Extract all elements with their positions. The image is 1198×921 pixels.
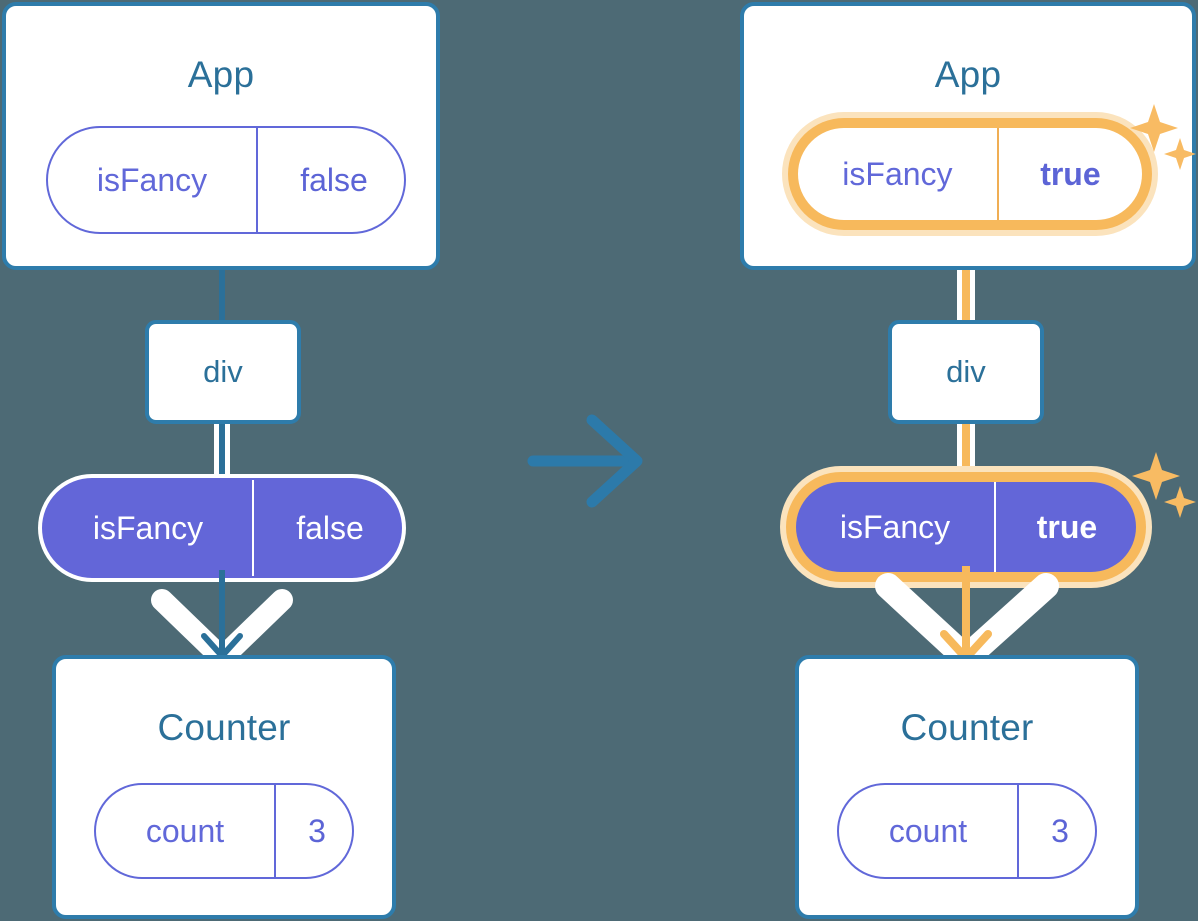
counter-card-after: Counter count 3 (795, 655, 1139, 919)
app-state-pill-key-before: isFancy (96, 161, 208, 198)
counter-state-pill-value-before: 3 (274, 785, 352, 877)
counter-card-title-after: Counter (900, 707, 1034, 748)
app-card-before: App isFancy false (2, 2, 440, 270)
app-state-pill-value-before: false (256, 128, 404, 232)
prop-pill-value-after: true (994, 482, 1136, 572)
counter-state-pill-before[interactable]: count 3 (94, 783, 354, 879)
div-node-after: div (888, 320, 1044, 424)
counter-state-pill-after[interactable]: count 3 (837, 783, 1097, 879)
counter-state-pill-value-after: 3 (1017, 785, 1095, 877)
div-node-label-before: div (203, 354, 243, 389)
prop-pill-after[interactable]: isFancy true (796, 482, 1136, 572)
app-state-pill-after[interactable]: isFancy true (798, 128, 1142, 220)
prop-pill-key-before: isFancy (92, 509, 204, 546)
counter-state-pill-key-before: count (145, 812, 225, 849)
div-node-label-after: div (946, 354, 986, 389)
app-state-pill-before[interactable]: isFancy false (46, 126, 406, 234)
app-state-pill-core-after (798, 128, 1142, 220)
app-state-pill-key-after: isFancy (842, 155, 953, 192)
app-state-pill-value-after: true (996, 128, 1142, 220)
counter-card-before: Counter count 3 (52, 655, 396, 919)
counter-card-title-before: Counter (157, 707, 291, 748)
right-arrow-icon (527, 414, 643, 508)
prop-pill-before[interactable]: isFancy false (42, 478, 402, 578)
div-node-before: div (145, 320, 301, 424)
app-card-title-after: App (934, 54, 1002, 95)
app-card-title-before: App (187, 54, 255, 95)
prop-pill-key-after: isFancy (839, 508, 951, 545)
prop-pill-value-before: false (252, 480, 400, 576)
counter-state-pill-key-after: count (888, 812, 968, 849)
